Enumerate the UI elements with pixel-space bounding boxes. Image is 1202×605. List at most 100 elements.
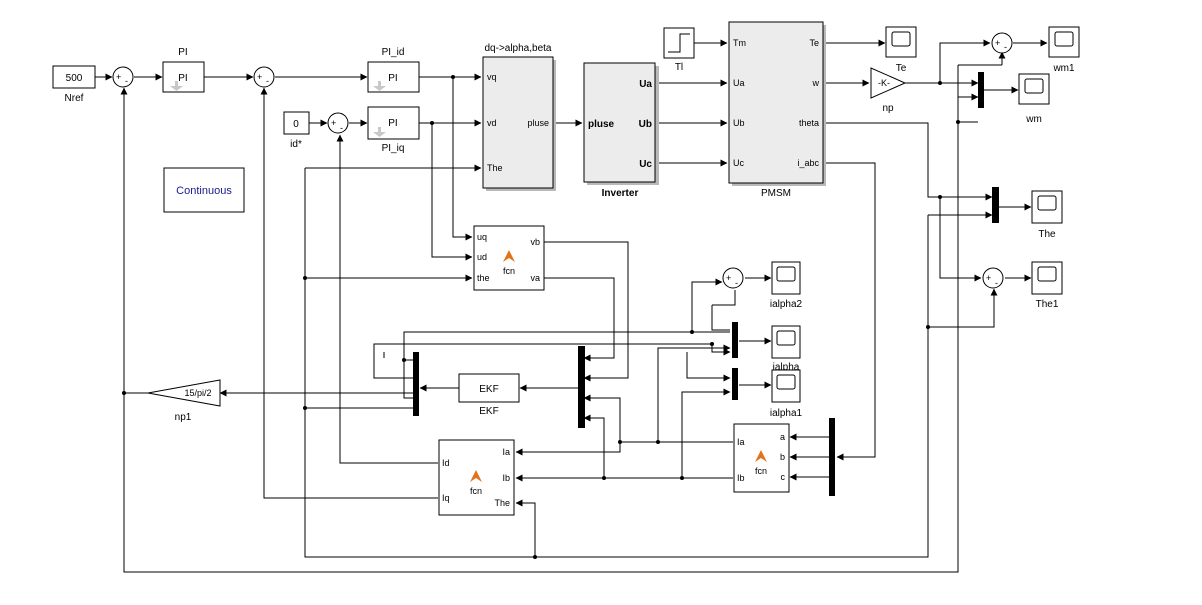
scope-the1-label: The1 <box>1036 299 1059 310</box>
id-ref-constant-block[interactable]: 0 id* <box>283 111 310 150</box>
gain-np1-text: 15/pi/2 <box>184 388 211 398</box>
pmsm-port-w: w <box>812 78 820 88</box>
matlab-fcn-clarke-block[interactable]: Ia Ib a b c fcn <box>733 423 790 493</box>
pmsm-port-uc: Uc <box>733 158 744 168</box>
pi-speed-title: PI <box>178 47 187 58</box>
pmsm-port-te: Te <box>809 38 819 48</box>
sum-plus-sign: + <box>995 38 1000 48</box>
mux-speed[interactable] <box>978 72 984 108</box>
fcn-park-port-iq: Iq <box>442 493 450 503</box>
sum-block-theta-compare[interactable]: + - <box>982 267 1004 289</box>
scope-ialpha1-label: ialpha1 <box>770 408 803 419</box>
nref-label: Nref <box>65 93 84 104</box>
scope-wm1-label: wm1 <box>1052 63 1075 74</box>
sum-minus-sign: - <box>340 123 343 133</box>
load-torque-step-block[interactable]: Tl <box>663 27 695 73</box>
sum-block-id-error[interactable]: + - <box>327 112 349 134</box>
pi-iq-block[interactable]: PI PI_iq <box>367 106 420 154</box>
inverter-subsystem[interactable]: pluse Ua Ub Uc Inverter <box>583 62 659 199</box>
mux-ialpha[interactable] <box>732 322 738 358</box>
ekf-label: EKF <box>479 406 498 417</box>
pi-iq-text: PI <box>388 118 397 129</box>
matlab-fcn-park-block[interactable]: Id Iq Ia Ib The fcn <box>438 439 515 516</box>
scope-ialpha-label: ialpha <box>773 362 800 373</box>
sum-minus-sign: - <box>1004 42 1007 52</box>
mux-ekf-in[interactable] <box>578 346 585 428</box>
port-vq: vq <box>487 72 497 82</box>
fcn-uv-port-uq: uq <box>477 232 487 242</box>
pmsm-motor-block[interactable]: Tm Ua Ub Uc Te w theta i_abc PMSM <box>728 21 826 199</box>
fcn-clarke-port-c: c <box>781 472 786 482</box>
port-vd: vd <box>487 118 497 128</box>
scope-te-label: Te <box>896 63 907 74</box>
scope-the1[interactable]: The1 <box>1031 261 1063 310</box>
sum-plus-sign: + <box>116 72 121 82</box>
fcn-park-port-ib: Ib <box>502 473 510 483</box>
gain-np1-block[interactable]: 15/pi/2 np1 <box>147 379 221 423</box>
gain-np-block[interactable]: -K- np <box>870 67 907 114</box>
matlab-logo-icon <box>503 250 515 262</box>
fcn-clarke-port-b: b <box>780 452 785 462</box>
pi-id-text: PI <box>388 73 397 84</box>
sum-minus-sign: - <box>266 76 269 86</box>
matlab-logo-icon <box>470 470 482 482</box>
powergui-continuous-block[interactable]: Continuous <box>163 167 245 213</box>
id-ref-value: 0 <box>293 119 299 130</box>
demux-iabc[interactable] <box>829 418 835 496</box>
scope-ialpha[interactable]: ialpha <box>771 325 801 373</box>
pi-speed-block[interactable]: PI PI <box>162 47 205 93</box>
signal-wires <box>95 39 1048 573</box>
fcn-uv-port-va: va <box>530 273 540 283</box>
matlab-fcn-voltage-block[interactable]: uq ud the vb va fcn <box>473 225 545 291</box>
pi-id-block[interactable]: PI_id PI <box>367 47 420 93</box>
scope-wm-label: wm <box>1025 114 1042 125</box>
pi-speed-text: PI <box>178 73 187 84</box>
sum-plus-sign: + <box>331 118 336 128</box>
pmsm-port-theta: theta <box>799 118 819 128</box>
fcn-uv-port-ud: ud <box>477 252 487 262</box>
pmsm-port-ua: Ua <box>733 78 745 88</box>
sum-minus-sign: - <box>995 278 998 288</box>
id-ref-label: id* <box>290 139 302 150</box>
inverter-label: Inverter <box>602 188 639 199</box>
step-icon <box>668 33 690 53</box>
sum-block-speed-compare[interactable]: + - <box>991 32 1013 54</box>
nref-value: 500 <box>66 73 83 84</box>
mask-arrow-icon <box>170 81 183 91</box>
fcn-park-port-ia: Ia <box>502 447 510 457</box>
matlab-logo-icon <box>755 450 767 462</box>
scope-ialpha1[interactable]: ialpha1 <box>770 369 803 419</box>
pmsm-label: PMSM <box>761 188 791 199</box>
ekf-block[interactable]: EKF EKF <box>458 373 520 417</box>
inverter-port-uc: Uc <box>639 159 652 170</box>
pi-id-title: PI_id <box>382 47 405 58</box>
mask-arrow-icon <box>373 81 386 91</box>
inverter-port-ub: Ub <box>639 119 652 130</box>
scope-the[interactable]: The <box>1031 190 1063 240</box>
dq-to-alpha-beta-subsystem[interactable]: dq->alpha,beta vq vd The pluse <box>482 43 556 191</box>
pmsm-port-iabc: i_abc <box>797 158 819 168</box>
sum-minus-sign: - <box>125 76 128 86</box>
mux-theta[interactable] <box>992 187 999 223</box>
scope-wm1[interactable]: wm1 <box>1048 26 1080 74</box>
sum-plus-sign: + <box>726 273 731 283</box>
pi-iq-label: PI_iq <box>382 143 405 154</box>
sum-plus-sign: + <box>986 273 991 283</box>
junction-dots <box>122 75 960 559</box>
scope-te[interactable]: Te <box>885 26 917 74</box>
fcn-clarke-port-ib: Ib <box>737 473 745 483</box>
mask-arrow-icon <box>373 127 386 137</box>
fcn-park-name: fcn <box>470 486 482 496</box>
nref-constant-block[interactable]: 500 Nref <box>52 65 96 104</box>
scope-wm[interactable]: wm <box>1018 73 1050 125</box>
sum-block-ialpha-compare[interactable]: + - <box>722 267 744 289</box>
gain-np-label: np <box>882 103 894 114</box>
sum-block-iq-error[interactable]: + - <box>253 66 275 88</box>
mux-ialpha1[interactable] <box>732 368 738 400</box>
scope-ialpha2[interactable]: ialpha2 <box>770 261 803 310</box>
sum-block-speed-error[interactable]: + - <box>112 66 134 88</box>
pmsm-port-tm: Tm <box>733 38 746 48</box>
demux-ekf-out[interactable] <box>413 352 419 416</box>
fcn-clarke-port-ia: Ia <box>737 437 745 447</box>
step-label: Tl <box>675 62 683 73</box>
